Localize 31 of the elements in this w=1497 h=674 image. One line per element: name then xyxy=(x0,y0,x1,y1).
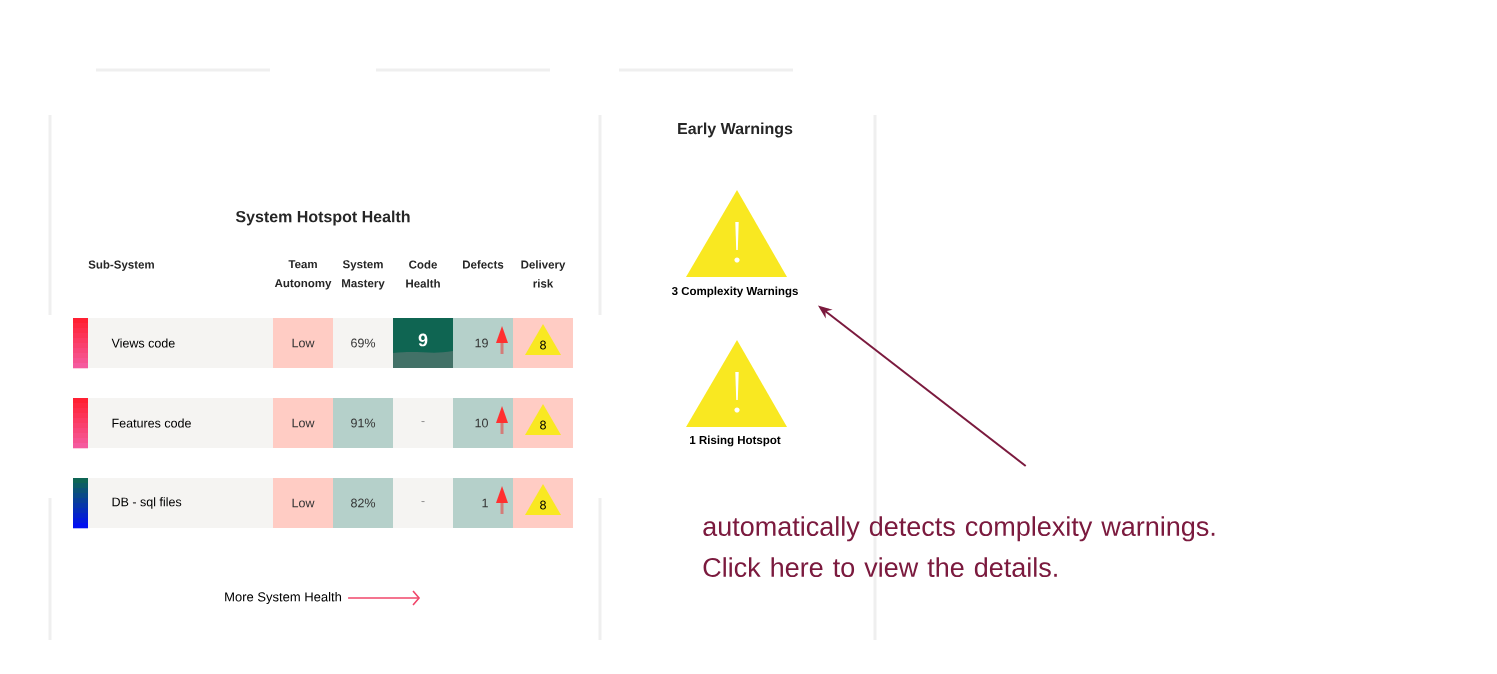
table-cell: - xyxy=(393,398,453,448)
note-text: automatically detects complexity warnings. Click here to view the details. xyxy=(703,516,1215,577)
link-text: More System Health xyxy=(225,591,342,605)
risk-cell: 8 xyxy=(513,478,573,528)
risk-cell: 8 xyxy=(513,398,573,448)
column-header: Defects xyxy=(463,260,504,269)
table-cell: 19 xyxy=(453,318,513,368)
table-cell: DB - sql files xyxy=(88,478,273,528)
table-cell: 91% xyxy=(333,398,393,448)
column-header: System Mastery xyxy=(342,260,385,290)
table-cell: 1 xyxy=(453,478,513,528)
table-cell: - xyxy=(393,478,453,528)
column-header: Code Health xyxy=(406,260,440,288)
column-header: Team Autonomy xyxy=(274,260,332,290)
arrow xyxy=(347,590,421,606)
table-cell: Views code xyxy=(88,318,273,368)
table-cell: 10 xyxy=(453,398,513,448)
warning-label: 3 Complexity Warnings xyxy=(671,286,798,298)
warning-label: 1 Rising Hotspot xyxy=(690,435,781,447)
table-cell: Features code xyxy=(88,398,273,448)
table-cell: Low xyxy=(273,478,333,528)
table-cell: 69% xyxy=(333,318,393,368)
table-cell: Low xyxy=(273,318,333,368)
panel-title: System Hotspot Health xyxy=(235,210,410,226)
column-header: Delivery risk xyxy=(521,260,566,288)
column-header: Sub-System xyxy=(88,260,154,271)
table-cell: Low xyxy=(273,398,333,448)
table-cell: 82% xyxy=(333,478,393,528)
code-health-cell: 9 xyxy=(393,318,453,368)
risk-cell: 8 xyxy=(513,318,573,368)
panel-title: Early Warnings xyxy=(678,122,793,138)
